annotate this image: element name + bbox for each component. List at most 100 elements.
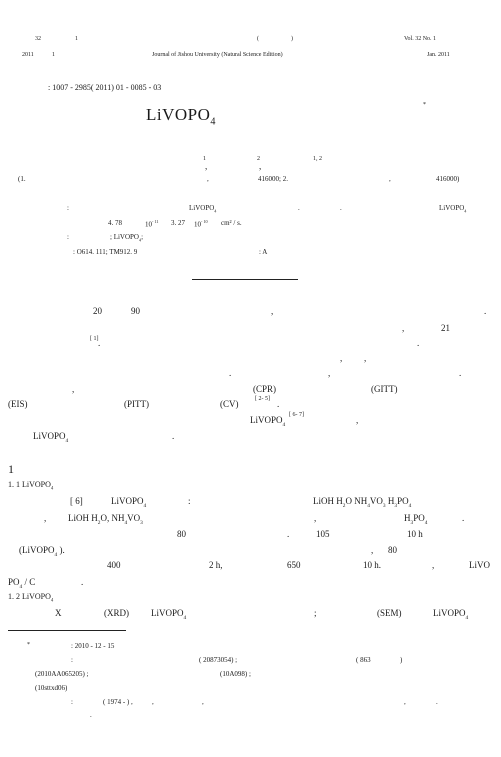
intro-comma-6: , <box>72 384 75 394</box>
header-volume-en: Vol. 32 No. 1 <box>404 36 437 42</box>
page-title: LiVOPO4 <box>146 105 216 128</box>
intro-pitt: (PITT) <box>124 399 149 409</box>
intro-livopo4-2: LiVOPO4 <box>33 431 69 444</box>
abstract-dot-a: . <box>298 204 300 212</box>
s11-temp-650: 650 <box>287 560 301 570</box>
footnote-bio-colon: : <box>71 698 73 706</box>
intro-cv: (CV) <box>220 399 239 409</box>
intro-dot-2: . <box>98 338 101 348</box>
s12-semicolon: ; <box>314 608 317 618</box>
s11-comma-4: , <box>432 560 435 570</box>
header-paren-close: ) <box>291 36 293 42</box>
diffusion-value-2: 3. 27 <box>171 219 185 227</box>
footnote-received: : 2010 - 12 - 15 <box>71 642 115 650</box>
intro-cpr: (CPR) <box>253 384 277 394</box>
intro-dot-3: . <box>417 338 420 348</box>
keywords-text: ; LiVOPO4; <box>110 233 144 243</box>
diffusion-value-1: 4. 78 <box>108 219 122 227</box>
header-year: 2011 <box>22 52 34 58</box>
keywords-colon: : <box>67 233 69 241</box>
intro-20: 20 <box>93 306 102 316</box>
intro-comma-1: , <box>271 306 274 316</box>
s11-time-10h-b: 10 h. <box>363 560 381 570</box>
s11-dot-1: . <box>462 513 465 523</box>
intro-ref-1: [ 1] <box>90 336 99 342</box>
footnote-bio-dot: . <box>436 698 438 706</box>
intro-dot-1: . <box>484 306 487 316</box>
header-journal: Journal of Jishou University (Natural Sc… <box>152 52 283 58</box>
s11-temp-400: 400 <box>107 560 121 570</box>
abstract-livopo4-b: LiVOPO4 <box>439 204 467 214</box>
s11-time-2h: 2 h, <box>209 560 223 570</box>
intro-dot-4: . <box>229 368 232 378</box>
diffusion-power-2: 10- 10 <box>194 219 208 229</box>
s12-livopo4-2: LiVOPO4 <box>433 608 469 621</box>
affiliation-comma-a: , <box>207 175 209 183</box>
intro-dot-7: . <box>172 431 175 441</box>
clc-number: : O614. 111; TM912. 9 <box>73 248 138 256</box>
affiliation-code-1: 416000; 2. <box>258 175 288 183</box>
divider-rule <box>192 279 298 280</box>
s12-xrd: (XRD) <box>104 608 129 618</box>
s11-comma-1: , <box>44 513 47 523</box>
footnote-fund-5: (10sttxd06) <box>35 684 68 692</box>
intro-21: 21 <box>441 323 450 333</box>
intro-eis: (EIS) <box>8 399 28 409</box>
footnote-bio-year: ( 1974 - ) , <box>103 698 133 706</box>
s12-x: X <box>55 608 62 618</box>
intro-90: 90 <box>131 306 140 316</box>
footnote-bio-dot-2: . <box>90 711 92 719</box>
author-sup-3: 1, 2 <box>313 156 322 162</box>
footnote-fund-colon: : <box>71 656 73 664</box>
s11-colon: : <box>188 496 191 506</box>
s11-comma-2: , <box>314 513 317 523</box>
affiliation-open: (1. <box>18 175 26 183</box>
diffusion-unit: cm² / s. <box>221 219 242 227</box>
intro-comma-3: , <box>340 353 343 363</box>
intro-gitt: (GITT) <box>371 384 398 394</box>
intro-comma-2: , <box>402 323 405 333</box>
abstract-colon: : <box>67 204 69 212</box>
section-1-heading: 1 <box>8 462 14 476</box>
footnote-star: * <box>27 642 30 648</box>
s11-temp-105: 105 <box>316 529 330 539</box>
title-subscript: 4 <box>210 116 216 128</box>
subsection-1-1-heading: 1. 1 LiVOPO4 <box>8 480 54 492</box>
s12-livopo4: LiVOPO4 <box>151 608 187 621</box>
author-comma-1: , <box>205 161 208 171</box>
intro-comma-7: , <box>356 415 359 425</box>
intro-ref-2: [ 2- 5] <box>255 396 270 402</box>
intro-dot-6: . <box>277 399 280 409</box>
header-date-en: Jan. 2011 <box>427 52 450 58</box>
s11-comma-3: , <box>371 545 374 555</box>
s11-livopo4: LiVOPO4 <box>111 496 147 509</box>
s11-dot-3: . <box>81 577 84 587</box>
s11-temp-80: 80 <box>177 529 186 539</box>
s11-ref: [ 6] <box>70 496 83 506</box>
s11-livopo4-precursor: (LiVOPO4 ). <box>19 545 65 558</box>
intro-comma-5: , <box>328 368 331 378</box>
abstract-livopo4-a: LiVOPO4 <box>189 204 217 214</box>
s11-h3po4: H3PO4 <box>404 513 428 526</box>
footnote-bio-comma: , <box>152 698 154 706</box>
footnote-fund-3: (2010AA065205) ; <box>35 670 89 678</box>
intro-comma-4: , <box>364 353 367 363</box>
document-code: : A <box>259 248 268 256</box>
header-paren-open: ( <box>257 36 259 42</box>
s11-livo: LiVO <box>469 560 490 570</box>
s11-temp-80b: 80 <box>388 545 397 555</box>
footnote-bio-comma-3: , <box>404 698 406 706</box>
intro-ref-3: [ 6- 7] <box>289 412 304 418</box>
intro-livopo4-1: LiVOPO4 <box>250 415 286 428</box>
footnote-rule <box>8 630 126 631</box>
title-star: * <box>423 102 426 108</box>
author-sup-2: 2 <box>257 156 260 162</box>
footnote-fund-4: (10A098) ; <box>220 670 251 678</box>
abstract-dot-b: . <box>340 204 342 212</box>
affiliation-code-2: 416000) <box>436 175 460 183</box>
header-volume: 32 <box>35 36 41 42</box>
author-comma-2: , <box>259 161 262 171</box>
author-sup-1: 1 <box>203 156 206 162</box>
footnote-bio-comma-2: , <box>202 698 204 706</box>
s11-reagents: LiOH H2O NH4VO3 H3PO4 <box>313 496 412 509</box>
